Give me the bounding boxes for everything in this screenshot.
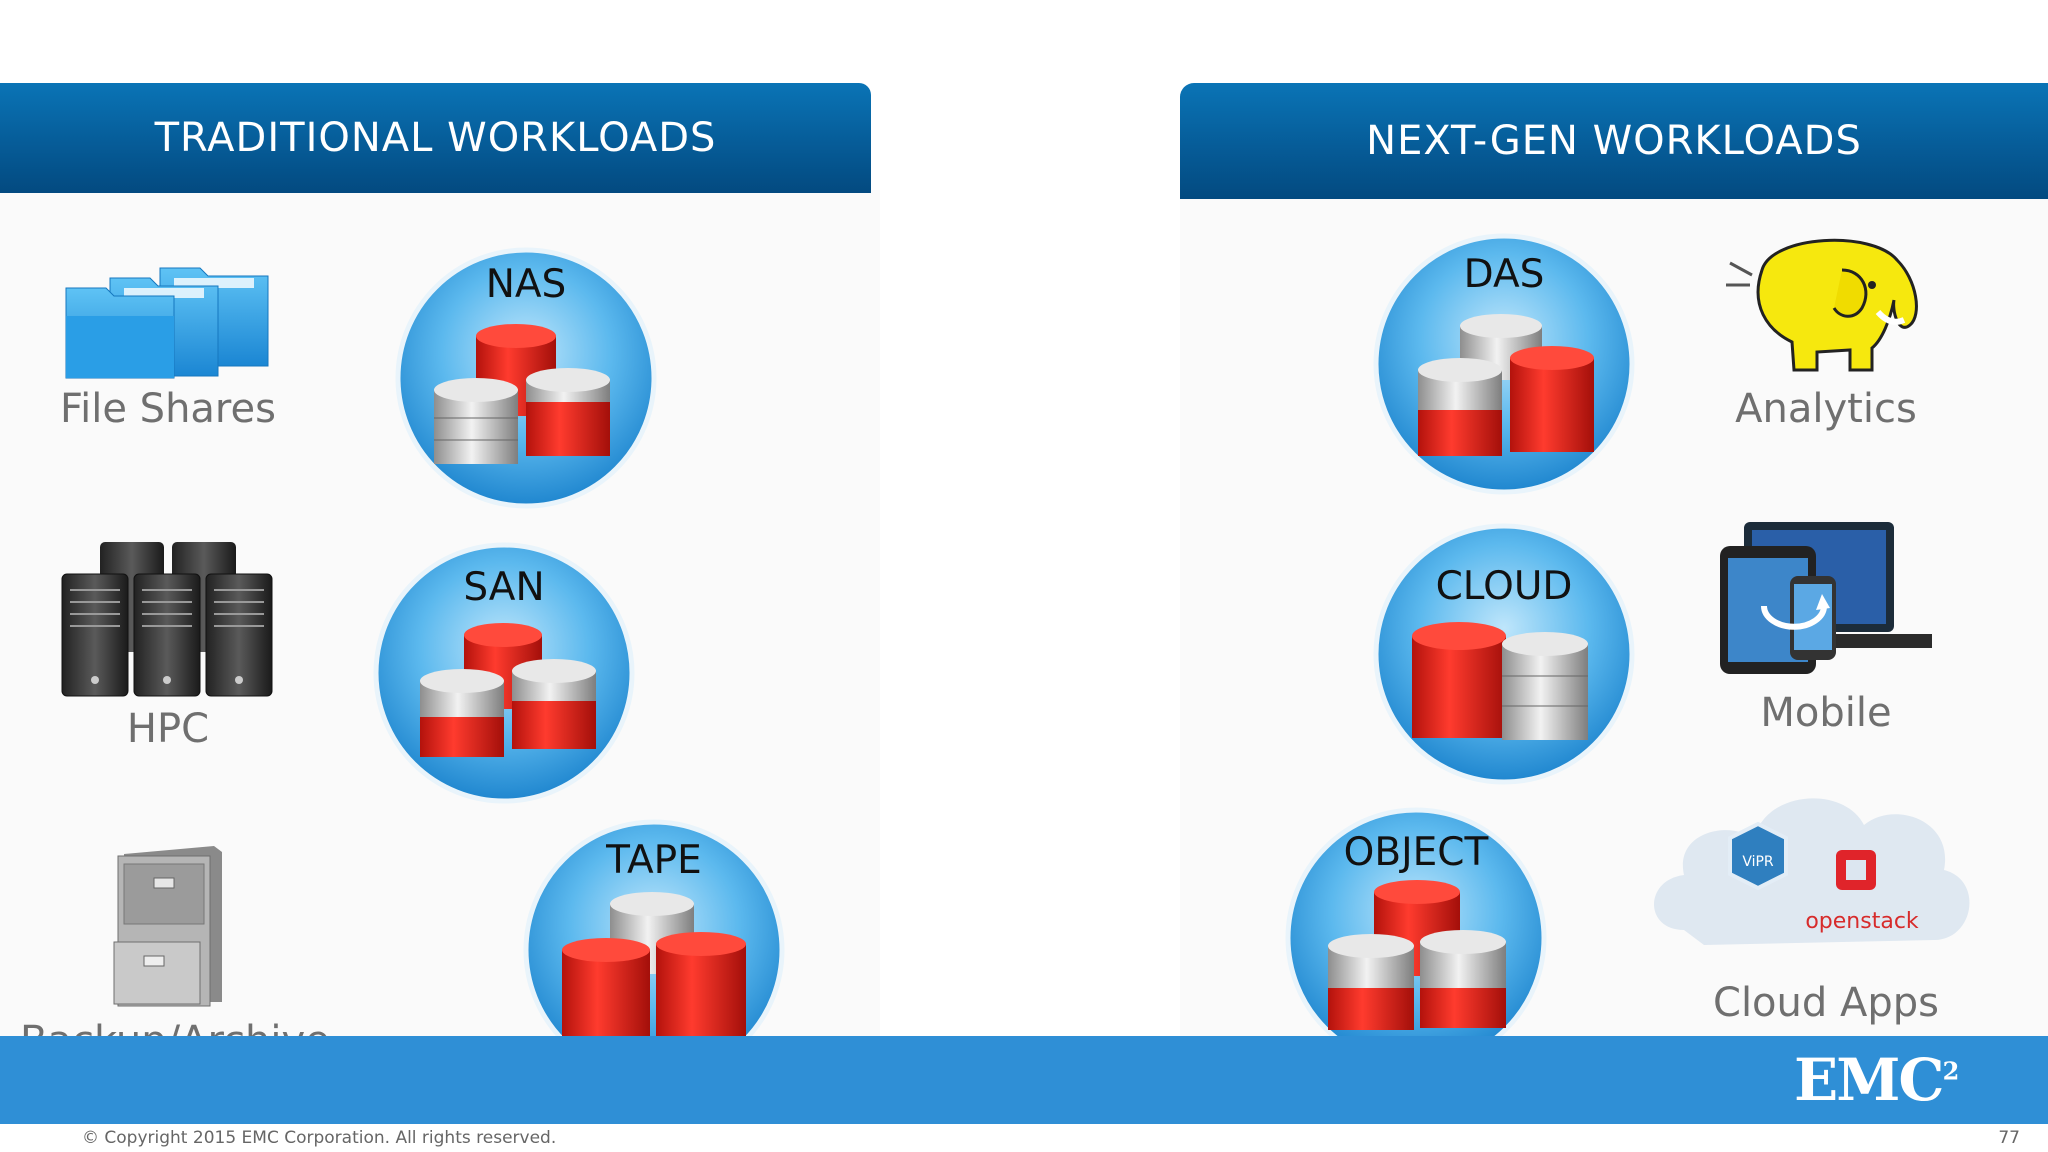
openstack-logo-text: openstack [1805, 909, 1919, 934]
server-rack-icon [61, 542, 273, 697]
vipr-logo-icon: ViPR [1728, 821, 1788, 891]
nas-label: NAS [485, 262, 567, 307]
object-label: OBJECT [1343, 830, 1489, 875]
san-label: SAN [463, 565, 545, 610]
page-number: 77 [1998, 1128, 2020, 1148]
analytics-label: Analytics [1735, 386, 1917, 432]
object-storage-circle: OBJECT [1284, 806, 1548, 1070]
cloud-apps-label: Cloud Apps [1713, 980, 1939, 1026]
nas-storage-circle: NAS [394, 246, 658, 510]
mobile-devices-icon [1720, 522, 1932, 674]
traditional-workloads-header: TRADITIONAL WORKLOADS [0, 83, 871, 193]
emc-logo: EMC2 [1794, 1046, 1960, 1114]
next-gen-workloads-header: NEXT-GEN WORKLOADS [1180, 83, 2048, 199]
emc-logo-text: EMC [1794, 1046, 1945, 1114]
tape-storage-circle: TAPE [522, 818, 786, 1082]
emc-logo-superscript: 2 [1942, 1056, 1960, 1086]
das-storage-circle: DAS [1372, 232, 1636, 496]
cloud-icon: ViPR openstack [1654, 798, 1970, 945]
hadoop-elephant-icon [1726, 238, 1918, 372]
san-storage-circle: SAN [372, 541, 636, 805]
cloud-label: CLOUD [1435, 564, 1573, 609]
file-cabinet-icon [113, 846, 222, 1007]
copyright-text: © Copyright 2015 EMC Corporation. All ri… [82, 1128, 557, 1148]
bottom-bar [0, 1036, 2048, 1124]
mobile-label: Mobile [1760, 690, 1892, 736]
tape-label: TAPE [606, 838, 702, 883]
folder-icon [65, 267, 269, 379]
cloud-storage-circle: CLOUD [1372, 522, 1636, 786]
das-label: DAS [1463, 252, 1545, 297]
vipr-logo-text: ViPR [1742, 854, 1774, 870]
hpc-label: HPC [126, 706, 210, 752]
file-shares-label: File Shares [60, 386, 276, 432]
openstack-logo-icon: openstack [1805, 850, 1919, 934]
